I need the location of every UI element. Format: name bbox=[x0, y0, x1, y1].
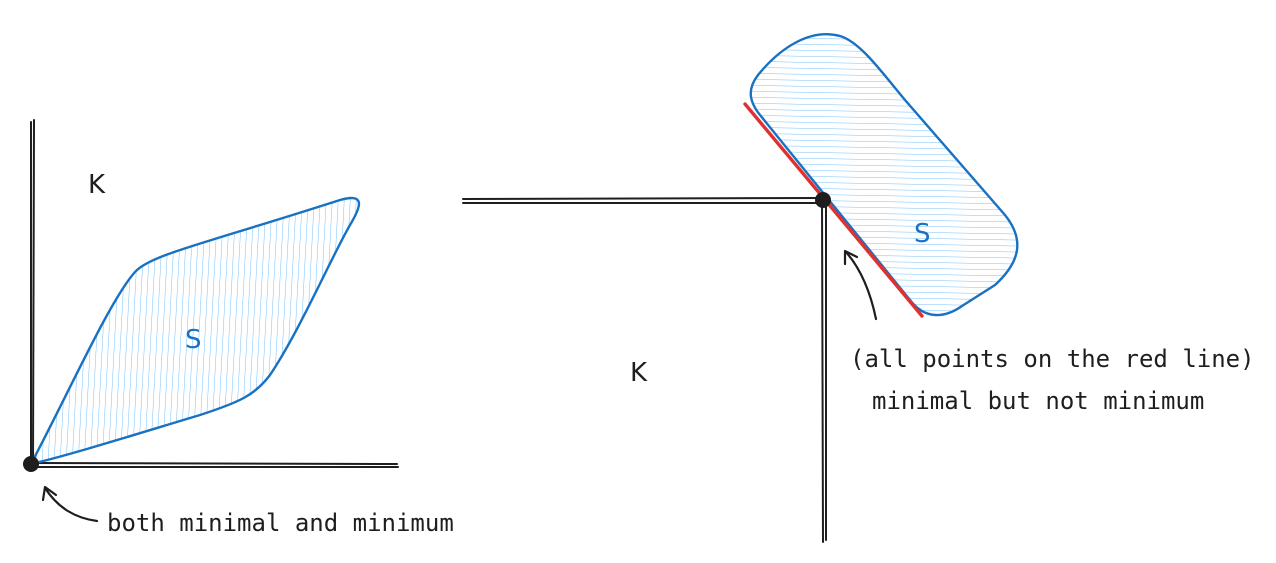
right-set-s-shape bbox=[749, 33, 1019, 317]
left-annotation-arrow bbox=[43, 486, 99, 523]
left-set-label: S bbox=[185, 325, 202, 355]
left-diagram: K S both minimal and minimum bbox=[23, 119, 454, 537]
left-vertical-axis bbox=[30, 119, 35, 467]
right-minimal-red-line bbox=[743, 102, 924, 318]
right-annotation-arrow bbox=[844, 250, 878, 321]
left-set-s-shape bbox=[29, 196, 361, 466]
right-vertical-axis bbox=[821, 198, 827, 543]
left-minimum-point bbox=[23, 456, 39, 472]
right-cone-label: K bbox=[630, 358, 648, 388]
right-annotation-line2: minimal but not minimum bbox=[872, 387, 1204, 415]
left-annotation: both minimal and minimum bbox=[107, 509, 454, 537]
right-horizontal-axis bbox=[462, 197, 824, 204]
right-annotation-arrowhead bbox=[843, 249, 859, 266]
right-annotation-line1: (all points on the red line) bbox=[850, 345, 1255, 373]
right-diagram: S K (all points on the red line) minimal… bbox=[462, 33, 1255, 543]
left-cone-label: K bbox=[88, 170, 106, 200]
left-horizontal-axis bbox=[30, 462, 399, 468]
left-annotation-arrowhead bbox=[41, 485, 58, 502]
right-set-label: S bbox=[914, 219, 931, 249]
right-corner-point bbox=[815, 192, 831, 208]
